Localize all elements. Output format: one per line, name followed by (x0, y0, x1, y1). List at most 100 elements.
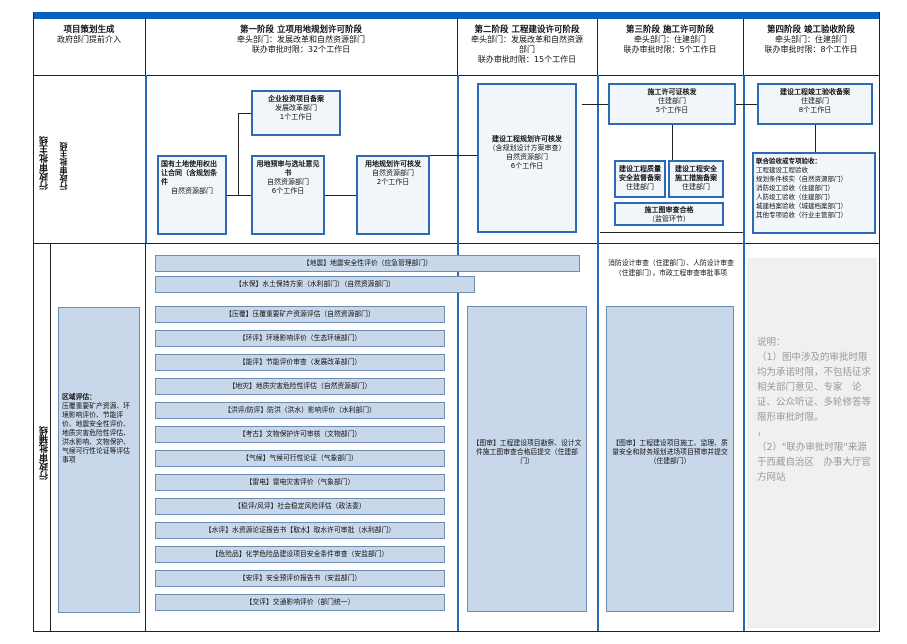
stage-separator (597, 75, 599, 631)
box-line: 5个工作日 (655, 106, 689, 114)
aux-item: 【安评】安全预评价报告书（安监部门） (155, 570, 445, 587)
box-land-transfer: 国有土地使用权出让合同（含规划条件 自然资源部门 (157, 155, 227, 235)
note-line: （2）"联办审批时限"来源于西藏自治区 办事大厅官方网站 (757, 442, 872, 483)
grid-line (879, 12, 880, 632)
box-engineering-planning-permit: 建设工程规划许可核发 （含规划设计方案审查） 自然资源部门 6个工作日 (477, 83, 577, 233)
box-line: 住建部门 (682, 183, 710, 191)
connector-line (815, 125, 816, 152)
box-line: 城建档案验收（城建档案部门） (756, 202, 847, 210)
header-line: 部门 (519, 45, 535, 54)
stage-separator (743, 75, 745, 631)
box-line: 8个工作日 (798, 106, 832, 114)
connector-line (736, 104, 757, 105)
connector-line (238, 113, 251, 114)
grid-line (33, 243, 879, 244)
notes-background (747, 258, 877, 628)
connector-line (600, 232, 743, 233)
box-line: 自然资源部门 (267, 178, 309, 186)
grid-line (50, 243, 51, 631)
aux-item: 【气候】气候可行性论证（气象部门） (155, 450, 445, 467)
box-line: 工程建设工程验收 (756, 166, 808, 174)
box-site-selection: 用地预审与选址意见书 自然资源部门 6个工作日 (251, 155, 325, 235)
box-line: 消防竣工验收（住建部门） (756, 184, 834, 192)
panel-stage2-drawing-review: 【图审】工程建设项目勘察、设计文件施工图审查合格后提交（住建部门） (467, 306, 587, 612)
panel-title: 区域评估： (62, 393, 96, 401)
box-drawing-review: 施工图审查合格 （监管环节） (614, 202, 724, 226)
header-title: 第四阶段 竣工验收阶段 (767, 25, 855, 35)
header-line: 联办审批时限：15个工作日 (477, 55, 577, 64)
box-line: 6个工作日 (510, 162, 544, 170)
aux-item-water-soil: 【水保】水土保持方案（水利部门）（自然资源部门） (155, 276, 475, 293)
grid-line (457, 19, 458, 75)
box-line: 1个工作日 (279, 113, 313, 121)
box-title: 建设工程质量安全监督备案 (619, 165, 661, 182)
connector-line (430, 155, 477, 156)
box-line: 自然资源部门 (506, 153, 548, 161)
row-label-main-sub: 行政审批主线 (59, 142, 68, 190)
header-title: 项目策划生成 (63, 25, 115, 35)
box-line: 住建部门 (626, 183, 654, 191)
box-title: 建设工程安全施工措施备案 (675, 165, 717, 182)
box-title: 用地预审与选址意见书 (256, 160, 320, 177)
box-title: 联合验收或专项验收： (756, 157, 821, 165)
box-title: 用地规划许可核发 (365, 160, 421, 168)
note-line: ， (757, 427, 767, 438)
note-line: （1）图中涉及的审批时限均为承诺时限，不包括征求相关部门意见、专家 论证、公众听… (757, 352, 872, 423)
box-land-planning-permit: 用地规划许可核发 自然资源部门 2个工作日 (356, 155, 430, 235)
box-enterprise-filing: 企业投资项目备案 发展改革部门 1个工作日 (251, 90, 341, 136)
aux-item-earthquake: 【地震】地震安全性评价（应急管理部门） (155, 255, 580, 272)
header-line: 联办审批时限：8个工作日 (764, 45, 858, 54)
grid-line (33, 12, 34, 632)
header-project-planning: 项目策划生成 政府部门提前介入 (33, 19, 145, 75)
notes-block: 说明： （1）图中涉及的审批时限均为承诺时限，不包括征求相关部门意见、专家 论证… (757, 335, 875, 485)
box-line: 其他专项验收（行业主管部门） (756, 211, 847, 219)
header-line: 牵头部门：住建部门 (775, 35, 847, 44)
connector-line (238, 113, 239, 195)
box-title: 企业投资项目备案 (268, 95, 324, 103)
aux-item: 【环评】环境影响评价（生态环境部门） (155, 330, 445, 347)
stage-separator (457, 75, 459, 631)
header-stage-2: 第二阶段 工程建设许可阶段 牵头部门：发展改革和自然资源 部门 联办审批时限：1… (457, 19, 597, 75)
panel-text: 【图审】工程建设项目施工、监理、质量安全和财务规划进场项目预审并提交（住建部门） (612, 439, 728, 465)
header-bar (33, 12, 879, 19)
aux-item: 【交评】交通影响评价（部门统一） (155, 594, 445, 611)
grid-line (33, 631, 879, 632)
box-line: （监管环节） (648, 215, 690, 223)
box-safety-measures: 建设工程安全施工措施备案 住建部门 (668, 160, 724, 198)
panel-stage3-drawing-review: 【图审】工程建设项目施工、监理、质量安全和财务规划进场项目预审并提交（住建部门） (606, 306, 734, 612)
aux-item: 【地灾】地质灾害危险性评估（自然资源部门） (155, 378, 445, 395)
connector-line (325, 195, 356, 196)
box-completion-filing: 建设工程竣工验收备案 住建部门 8个工作日 (757, 83, 873, 125)
grid-line (743, 19, 744, 75)
grid-line (145, 19, 146, 75)
aux-item: 【危险品】化学危险品建设项目安全条件审查（安监部门） (155, 546, 445, 563)
grid-line (145, 243, 146, 631)
box-title: 施工图审查合格 (644, 206, 694, 214)
header-stage-3: 第三阶段 施工许可阶段 牵头部门：住建部门 联办审批时限：5个工作日 (597, 19, 743, 75)
header-stage-4: 第四阶段 竣工验收阶段 牵头部门：住建部门 联办审批时限：8个工作日 (743, 19, 879, 75)
aux-item: 【稳评/风评】社会稳定风险评估（政法委） (155, 498, 445, 515)
panel-text: 压覆重要矿产资源、环境影响评价、节能评价、地震安全性评价、地质灾害危险性评估、洪… (62, 402, 130, 464)
header-sub: 政府部门提前介入 (57, 35, 121, 44)
box-construction-permit: 施工许可证核发 住建部门 5个工作日 (608, 83, 736, 125)
box-title: 施工许可证核发 (647, 88, 697, 96)
row-label-aux: 行政审批辅线 (40, 426, 50, 480)
header-title: 第二阶段 工程建设许可阶段 (474, 25, 580, 35)
header-line: 牵头部门：住建部门 (634, 35, 706, 44)
text-stage3-design-review: 消防设计审查（住建部门）、人防设计审查（住建部门），市政工程审查审批事项 (608, 259, 734, 277)
aux-item: 【水评】水资源论证报告书【取水】取水许可审批（水利部门） (155, 522, 445, 539)
box-line: 人防竣工验收（住建部门） (756, 193, 834, 201)
box-line: 规划条件核实（自然资源部门） (756, 175, 847, 183)
box-line: 2个工作日 (376, 178, 410, 186)
aux-item: 【压覆】压覆重要矿产资源评估（自然资源部门） (155, 306, 445, 323)
aux-item: 【雷电】雷电灾害评价（气象部门） (155, 474, 445, 491)
box-title: 国有土地使用权出让合同（含规划条件 (161, 160, 217, 186)
header-stage-1: 第一阶段 立项用地规划许可阶段 牵头部门：发展改革和自然资源部门 联办审批时限：… (145, 19, 457, 75)
box-line: 住建部门 (658, 97, 686, 105)
aux-item: 【能评】节能评价审查（发展改革部门） (155, 354, 445, 371)
grid-line (33, 75, 879, 76)
connector-line (227, 195, 251, 196)
header-title: 第三阶段 施工许可阶段 (626, 25, 714, 35)
box-title: 建设工程规划许可核发 (492, 135, 562, 143)
box-title: 建设工程竣工验收备案 (780, 88, 850, 96)
